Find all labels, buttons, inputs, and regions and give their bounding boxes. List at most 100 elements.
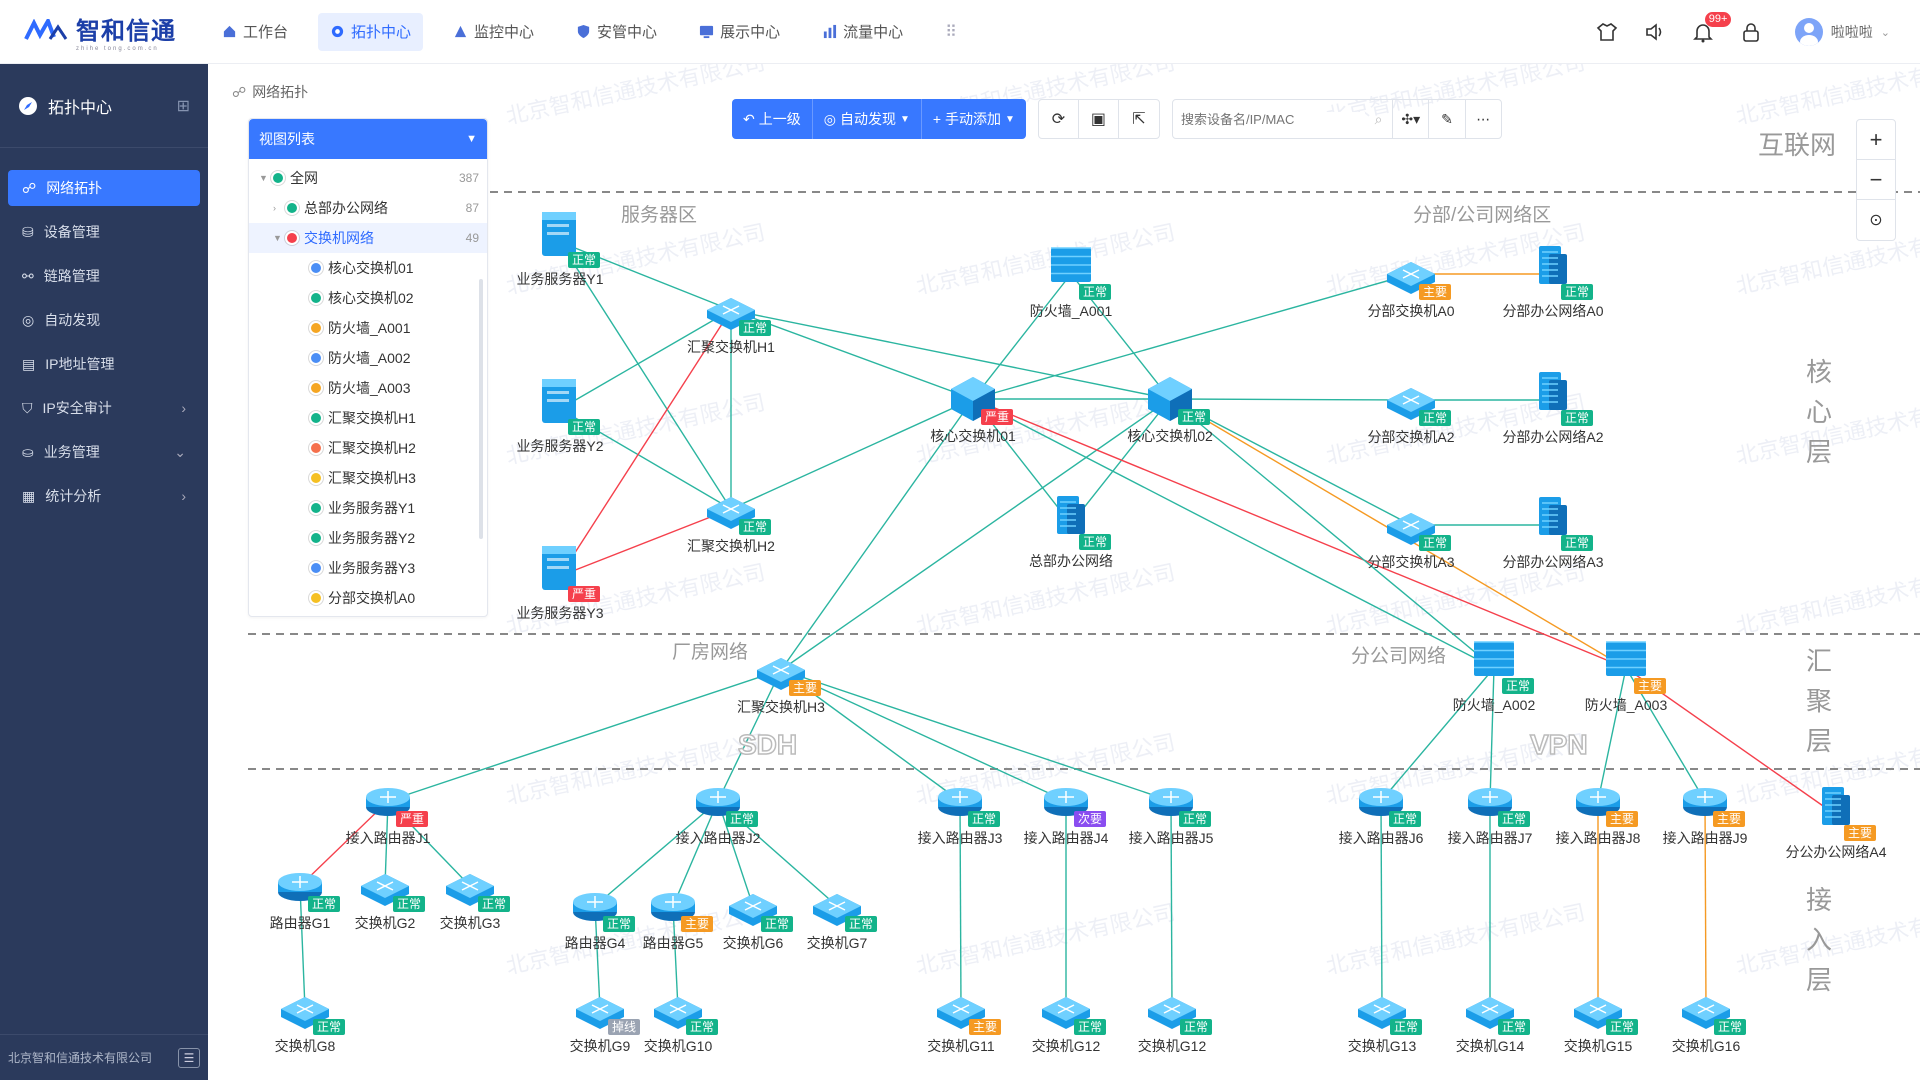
more-apps-icon[interactable]: ⠿	[945, 23, 957, 41]
link[interactable]	[1169, 398, 1412, 526]
grid-icon[interactable]: ⊞	[176, 97, 190, 115]
expand-icon[interactable]: ›	[273, 203, 276, 213]
link[interactable]	[672, 905, 679, 1010]
link[interactable]	[1489, 667, 1495, 802]
tree-node[interactable]: 核心交换机01	[249, 253, 487, 283]
link[interactable]	[730, 398, 974, 510]
skin-icon[interactable]	[1583, 0, 1631, 64]
manual-add-button[interactable]: +手动添加▼	[932, 111, 1015, 127]
nav-traffic[interactable]: 流量中心	[810, 13, 915, 51]
tree-node[interactable]: 业务服务器Y2	[249, 523, 487, 553]
tree-node[interactable]: 分部交换机A0	[249, 583, 487, 613]
zoom-out-icon[interactable]: −	[1857, 160, 1895, 200]
sidebar-item-statistics[interactable]: ▦统计分析›	[22, 487, 186, 505]
sidebar-item-network-topology[interactable]: ☍网络拓扑	[8, 170, 200, 206]
tree-node[interactable]: 防火墙_A002	[249, 343, 487, 373]
tree-node[interactable]: 防火墙_A001	[249, 313, 487, 343]
save-icon[interactable]: ▣	[1079, 100, 1119, 138]
link[interactable]	[387, 669, 782, 802]
nav-display[interactable]: 展示中心	[687, 13, 792, 51]
refresh-icon[interactable]: ⟳	[1039, 100, 1079, 138]
nav-monitor[interactable]: 监控中心	[441, 13, 546, 51]
link[interactable]	[299, 800, 389, 887]
link[interactable]	[1170, 800, 1173, 1010]
link[interactable]	[780, 398, 1171, 671]
link[interactable]	[1169, 398, 1495, 669]
bell-icon[interactable]: 99+	[1679, 0, 1732, 64]
lock-icon[interactable]	[1727, 0, 1775, 64]
auto-discover-button[interactable]: ◎自动发现▼	[813, 99, 922, 139]
link[interactable]	[717, 800, 754, 907]
link[interactable]	[972, 273, 1412, 400]
tree-node[interactable]: 汇聚交换机H3	[249, 463, 487, 493]
link[interactable]	[730, 309, 974, 400]
collapse-icon[interactable]: ☰	[178, 1047, 200, 1068]
link[interactable]	[1070, 398, 1171, 525]
link[interactable]	[780, 669, 1067, 802]
link[interactable]	[594, 800, 719, 907]
link[interactable]	[594, 905, 601, 1010]
tree-node[interactable]: 业务服务器Y1	[249, 493, 487, 523]
link[interactable]	[1597, 667, 1627, 802]
expand-icon[interactable]: ▼	[259, 173, 268, 183]
up-level-button[interactable]: ↶上一级	[732, 99, 813, 139]
tree-node[interactable]: 核心交换机02	[249, 283, 487, 313]
tree-node[interactable]: 业务服务器Y3	[249, 553, 487, 583]
sidebar-item-auto-discovery[interactable]: ◎自动发现	[22, 311, 101, 329]
link[interactable]	[780, 669, 1172, 802]
search-icon[interactable]: ⌕	[1374, 110, 1383, 127]
link[interactable]	[780, 398, 974, 671]
link[interactable]	[299, 885, 306, 1010]
link[interactable]	[972, 273, 1072, 400]
link[interactable]	[559, 508, 732, 577]
sidebar-item-device-management[interactable]: ⛁设备管理	[22, 223, 100, 241]
sidebar-item-link-management[interactable]: ⚯链路管理	[22, 267, 100, 285]
link[interactable]	[972, 398, 1627, 669]
sidebar-item-ip-management[interactable]: ▤IP地址管理	[22, 355, 115, 373]
link[interactable]	[1704, 800, 1707, 1010]
link[interactable]	[972, 398, 1495, 669]
export-icon[interactable]: ⇱	[1132, 111, 1146, 128]
scrollbar[interactable]	[479, 279, 483, 539]
more-icon[interactable]: ⋯	[1464, 100, 1501, 138]
link[interactable]	[1380, 800, 1383, 1010]
user-menu[interactable]: 啦啦啦⌄	[1775, 18, 1920, 46]
